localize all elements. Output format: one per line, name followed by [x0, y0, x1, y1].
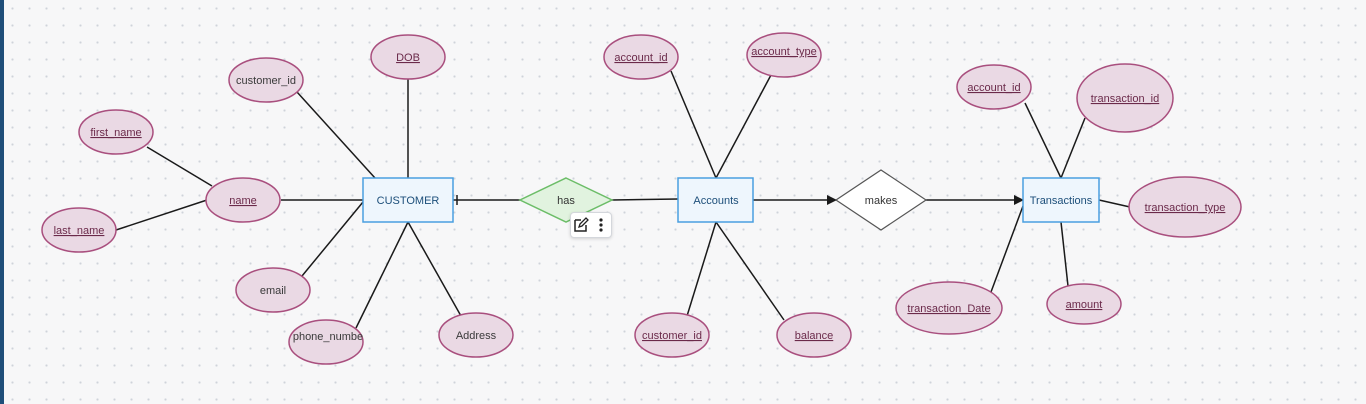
connector-transaction-date: [990, 205, 1024, 293]
connector-address: [407, 221, 462, 317]
svg-text:first_name: first_name: [90, 127, 141, 139]
attribute-phone-number[interactable]: phone_numbe: [288, 319, 364, 365]
svg-text:has: has: [557, 195, 575, 207]
connectors: [115, 70, 1131, 329]
connector-last-name: [115, 199, 208, 231]
connector-customer-id: [296, 91, 376, 179]
connector-account-type: [715, 74, 772, 179]
connector-transaction-id: [1060, 117, 1086, 179]
connector-account-id: [670, 70, 717, 179]
entity-accounts[interactable]: Accounts: [677, 177, 754, 223]
connector-balance: [715, 221, 785, 321]
connector-amount: [1060, 221, 1069, 287]
connector-accounts-customer-id: [686, 221, 717, 317]
svg-text:Accounts: Accounts: [693, 195, 739, 207]
svg-text:customer_id: customer_id: [642, 330, 702, 342]
attribute-transaction-date[interactable]: transaction_Date: [895, 281, 1003, 335]
svg-text:makes: makes: [865, 195, 898, 207]
svg-text:email: email: [260, 285, 286, 297]
relationship-makes[interactable]: makes: [834, 169, 928, 231]
connector-has-accounts: [611, 198, 679, 201]
attribute-account-type[interactable]: account_type: [746, 32, 822, 78]
svg-text:phone_numbe: phone_numbe: [293, 331, 363, 343]
svg-text:Transactions: Transactions: [1030, 195, 1093, 207]
attribute-dob[interactable]: DOB: [370, 34, 446, 80]
connector-phone-number: [355, 221, 409, 329]
attribute-email[interactable]: email: [235, 267, 311, 313]
attribute-customer-id[interactable]: customer_id: [228, 57, 304, 103]
connector-email: [301, 201, 364, 277]
svg-text:account_type: account_type: [751, 46, 816, 58]
attribute-balance[interactable]: balance: [776, 312, 852, 358]
connector-first-name: [146, 146, 213, 187]
edit-icon[interactable]: [573, 217, 589, 233]
svg-text:account_id: account_id: [614, 52, 667, 64]
attribute-name[interactable]: name: [205, 177, 281, 223]
attribute-transaction-type[interactable]: transaction_type: [1128, 176, 1242, 238]
attribute-accounts-customer-id[interactable]: customer_id: [634, 312, 710, 358]
er-diagram: DOB customer_id first_name name last_nam…: [41, 32, 1242, 365]
entity-customer[interactable]: CUSTOMER: [362, 177, 454, 223]
attribute-last-name[interactable]: last_name: [41, 207, 117, 253]
entity-transactions[interactable]: Transactions: [1022, 177, 1100, 223]
svg-text:CUSTOMER: CUSTOMER: [377, 195, 440, 207]
more-icon[interactable]: [593, 217, 609, 233]
svg-text:transaction_type: transaction_type: [1145, 202, 1226, 214]
connector-trans-account-id: [1024, 102, 1062, 179]
attribute-account-id[interactable]: account_id: [603, 34, 679, 80]
svg-text:transaction_Date: transaction_Date: [907, 303, 990, 315]
shape-edit-toolbar: [570, 212, 612, 238]
attribute-first-name[interactable]: first_name: [78, 109, 154, 155]
connector-transaction-type: [1098, 199, 1131, 208]
svg-text:name: name: [229, 195, 257, 207]
attribute-transaction-id[interactable]: transaction_id: [1076, 63, 1174, 133]
svg-text:account_id: account_id: [967, 82, 1020, 94]
svg-text:amount: amount: [1066, 299, 1103, 311]
diagram-canvas[interactable]: DOB customer_id first_name name last_nam…: [4, 0, 1366, 404]
svg-text:customer_id: customer_id: [236, 75, 296, 87]
svg-text:balance: balance: [795, 330, 834, 342]
attribute-amount[interactable]: amount: [1046, 283, 1122, 325]
attribute-trans-account-id[interactable]: account_id: [956, 64, 1032, 110]
svg-text:DOB: DOB: [396, 52, 420, 64]
attribute-address[interactable]: Address: [438, 312, 514, 358]
svg-text:Address: Address: [456, 330, 497, 342]
svg-text:transaction_id: transaction_id: [1091, 93, 1160, 105]
relationship-has[interactable]: has: [518, 177, 614, 223]
svg-text:last_name: last_name: [54, 225, 105, 237]
